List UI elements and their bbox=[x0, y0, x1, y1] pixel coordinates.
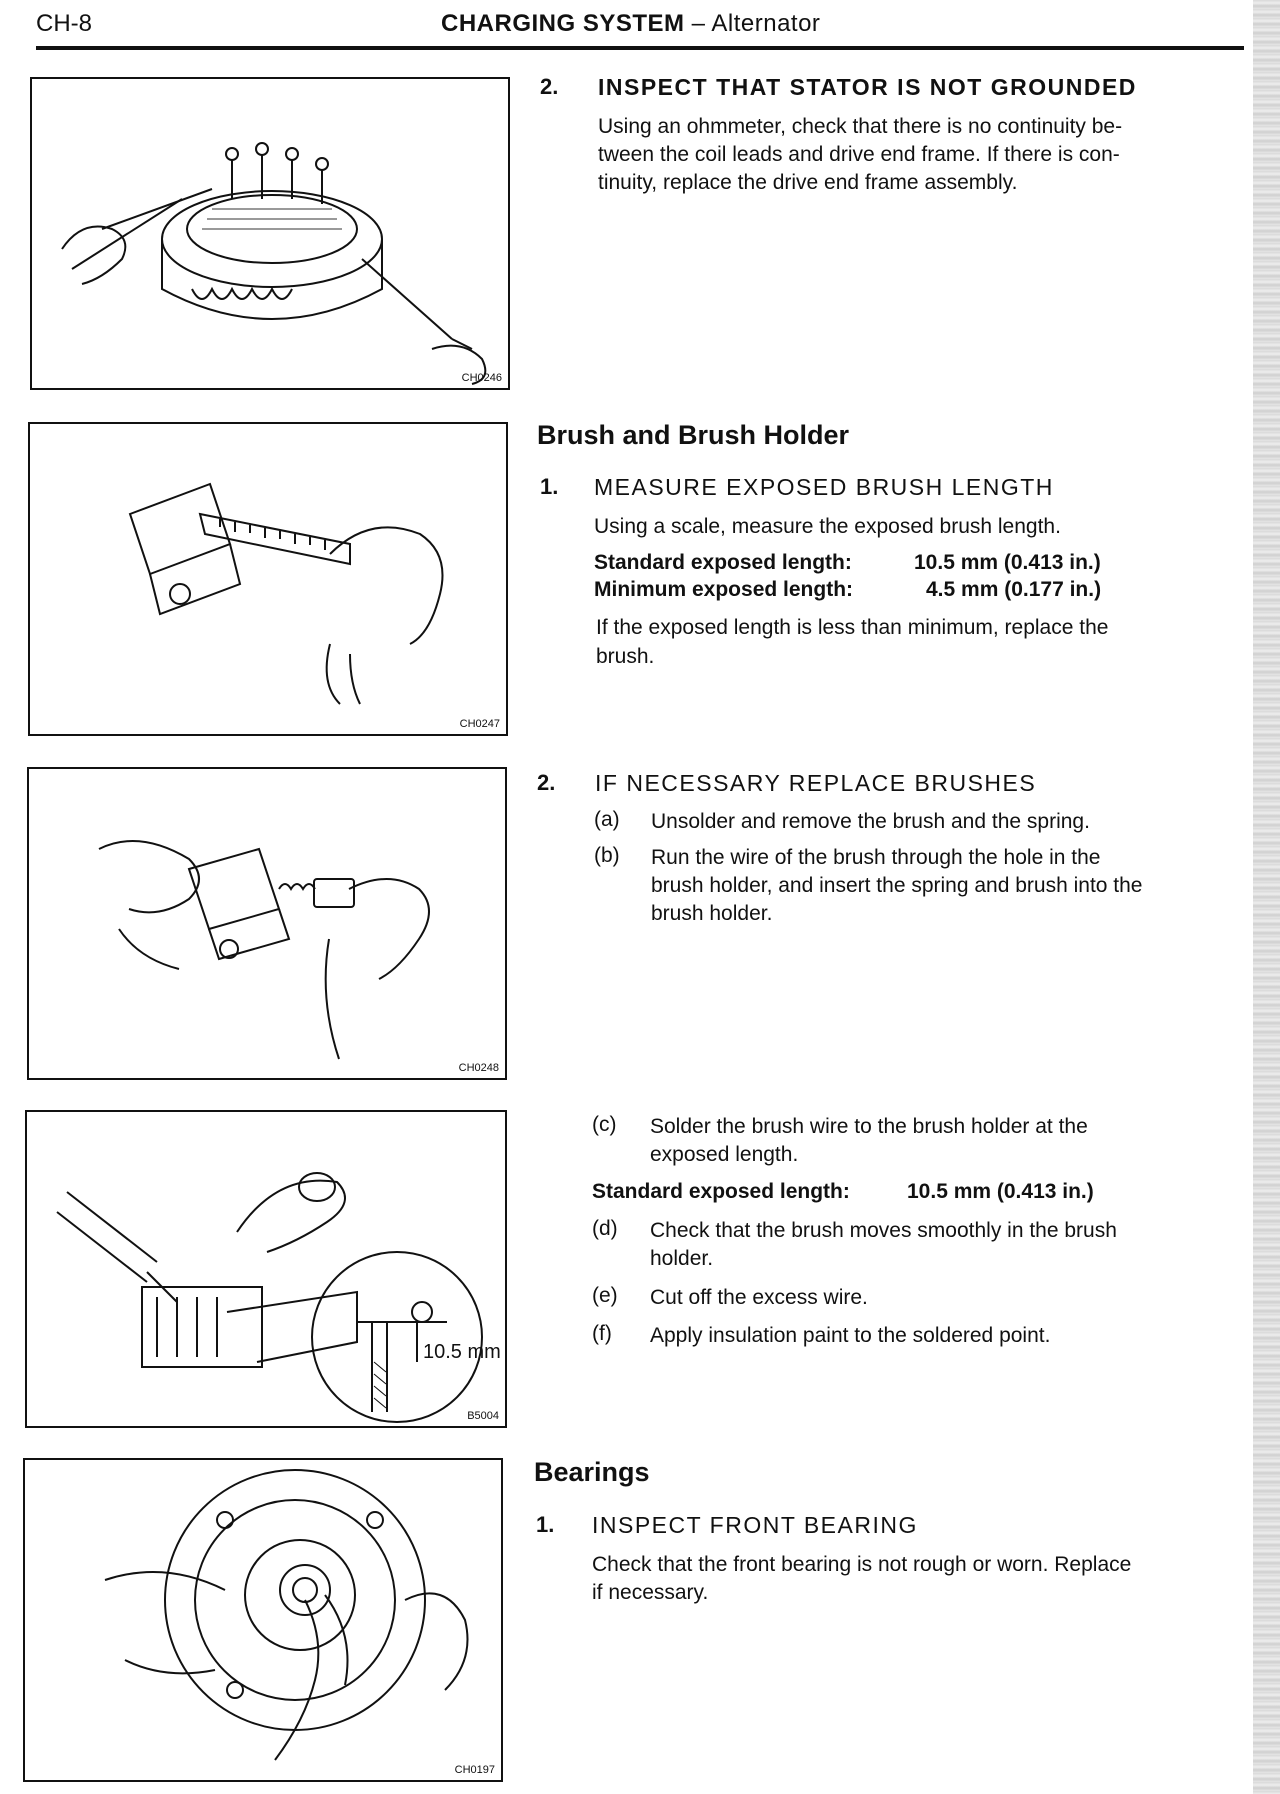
figure-code: B5004 bbox=[467, 1410, 499, 1422]
step-body: tween the coil leads and drive end frame… bbox=[598, 143, 1120, 166]
figure-brush-solder: 10.5 mm B5004 bbox=[25, 1110, 507, 1428]
step-number: 1. bbox=[536, 1512, 555, 1537]
figure-front-bearing: CH0197 bbox=[23, 1458, 503, 1782]
spec-value: 10.5 mm (0.413 in.) bbox=[914, 551, 1101, 574]
substep-text: Check that the brush moves smoothly in t… bbox=[650, 1219, 1117, 1242]
substep-text: Run the wire of the brush through the ho… bbox=[651, 846, 1101, 869]
substep-letter: (d) bbox=[592, 1217, 618, 1240]
dimension-label: 10.5 mm bbox=[423, 1341, 501, 1363]
section-title: Bearings bbox=[534, 1457, 650, 1487]
substep-letter: (a) bbox=[594, 808, 620, 831]
substep-text: holder. bbox=[650, 1247, 714, 1270]
front-bearing-illustration bbox=[104, 1469, 469, 1761]
step-body: Using an ohmmeter, check that there is n… bbox=[598, 115, 1123, 138]
step-title: IF NECESSARY REPLACE BRUSHES bbox=[595, 770, 1037, 796]
figure-code: CH0247 bbox=[459, 718, 500, 730]
step-number: 1. bbox=[540, 474, 559, 499]
page-title: CHARGING SYSTEM – Alternator bbox=[441, 10, 820, 38]
brush-solder-illustration: 10.5 mm bbox=[56, 1172, 501, 1423]
substep-text: brush holder. bbox=[651, 902, 773, 925]
step-title: INSPECT FRONT BEARING bbox=[592, 1512, 918, 1538]
step-body: Check that the front bearing is not roug… bbox=[592, 1553, 1132, 1576]
step-body: Using a scale, measure the exposed brush… bbox=[594, 515, 1061, 538]
figure-code: CH0246 bbox=[461, 372, 502, 384]
step-title: MEASURE EXPOSED BRUSH LENGTH bbox=[594, 474, 1054, 500]
step-number: 2. bbox=[537, 770, 556, 795]
section-title: Brush and Brush Holder bbox=[537, 420, 850, 450]
page-number: CH-8 bbox=[36, 10, 93, 37]
step-note: brush. bbox=[596, 645, 655, 668]
spec-value: 4.5 mm (0.177 in.) bbox=[926, 578, 1102, 601]
figure-stator-test: CH0246 bbox=[30, 77, 510, 390]
substep-letter: (b) bbox=[594, 844, 620, 867]
step-body: if necessary. bbox=[592, 1581, 709, 1604]
spec-label: Standard exposed length: bbox=[592, 1180, 850, 1203]
substep-text: Apply insulation paint to the soldered p… bbox=[650, 1324, 1051, 1347]
substep-text: brush holder, and insert the spring and … bbox=[651, 874, 1143, 897]
page-edge-scan bbox=[1253, 0, 1280, 1794]
substep-text: Cut off the excess wire. bbox=[650, 1286, 868, 1309]
figure-code: CH0197 bbox=[454, 1764, 495, 1776]
spec-value: 10.5 mm (0.413 in.) bbox=[907, 1180, 1094, 1203]
stator-test-illustration bbox=[61, 142, 487, 385]
step-note: If the exposed length is less than minim… bbox=[596, 616, 1109, 639]
substep-letter: (e) bbox=[592, 1284, 618, 1307]
page-header: CH-8 CHARGING SYSTEM – Alternator bbox=[36, 8, 1244, 50]
page-title-main: CHARGING SYSTEM bbox=[441, 10, 685, 37]
step-title: INSPECT THAT STATOR IS NOT GROUNDED bbox=[598, 74, 1137, 100]
brush-replace-illustration bbox=[98, 840, 430, 1060]
step-number: 2. bbox=[540, 74, 559, 99]
spec-label: Standard exposed length: bbox=[594, 551, 852, 574]
substep-text: Solder the brush wire to the brush holde… bbox=[650, 1115, 1088, 1138]
figure-code: CH0248 bbox=[458, 1062, 499, 1074]
figure-brush-measure: CH0247 bbox=[28, 422, 508, 736]
step-body: tinuity, replace the drive end frame ass… bbox=[598, 171, 1018, 194]
substep-letter: (c) bbox=[592, 1113, 617, 1136]
brush-measure-illustration bbox=[128, 482, 444, 705]
spec-label: Minimum exposed length: bbox=[594, 578, 854, 601]
substep-letter: (f) bbox=[592, 1322, 612, 1345]
substep-text: Unsolder and remove the brush and the sp… bbox=[651, 810, 1090, 833]
figure-brush-replace: CH0248 bbox=[27, 767, 507, 1080]
substep-text: exposed length. bbox=[650, 1143, 799, 1166]
page-title-sub: – Alternator bbox=[684, 10, 821, 37]
